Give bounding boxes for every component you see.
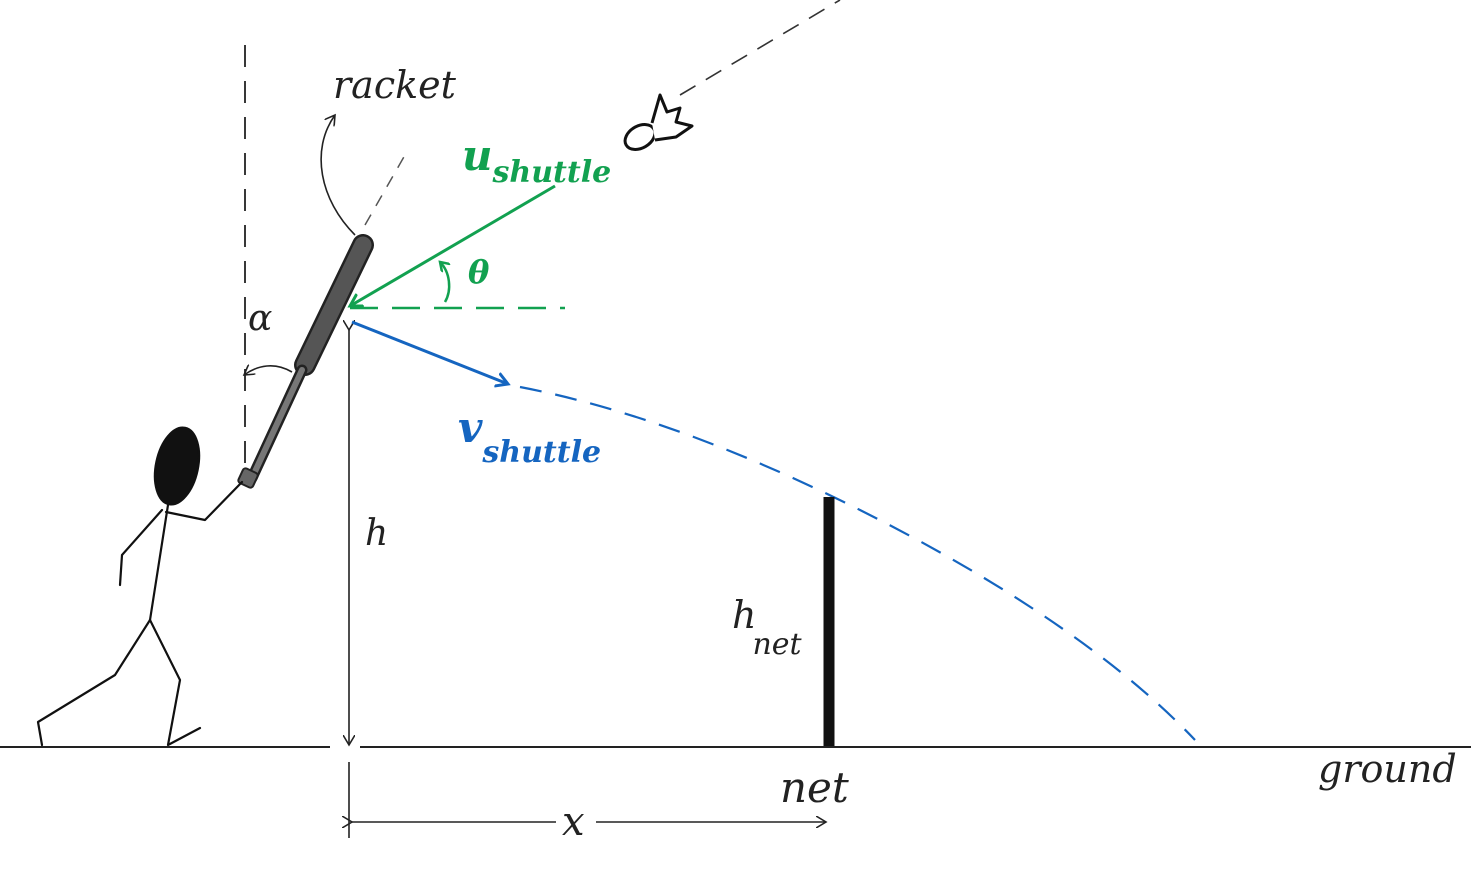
shuttlecock-icon [623,93,694,151]
x-label: x [562,799,585,845]
racket [237,234,374,489]
outgoing-velocity-label: vshuttle [458,403,601,470]
player-figure [36,426,244,747]
alpha-angle-arc [244,366,293,375]
height-label: h [365,513,388,554]
theta-angle-arc [440,262,449,303]
theta-label: θ [468,253,490,291]
incoming-velocity-label: ushuttle [462,131,611,190]
net-label: net [780,763,849,812]
incoming-velocity-arrow [350,184,556,306]
player-head [153,426,201,506]
racket-label: racket [333,63,457,107]
incoming-shuttle-path [679,0,841,96]
outgoing-velocity-arrow [351,320,508,384]
shuttle-trajectory [519,385,1196,741]
ground-label: ground [1318,747,1457,791]
racket-pointer [320,115,356,236]
x-label-bg [556,800,596,840]
racket-axis-extension [364,154,406,226]
alpha-label: α [248,298,272,339]
